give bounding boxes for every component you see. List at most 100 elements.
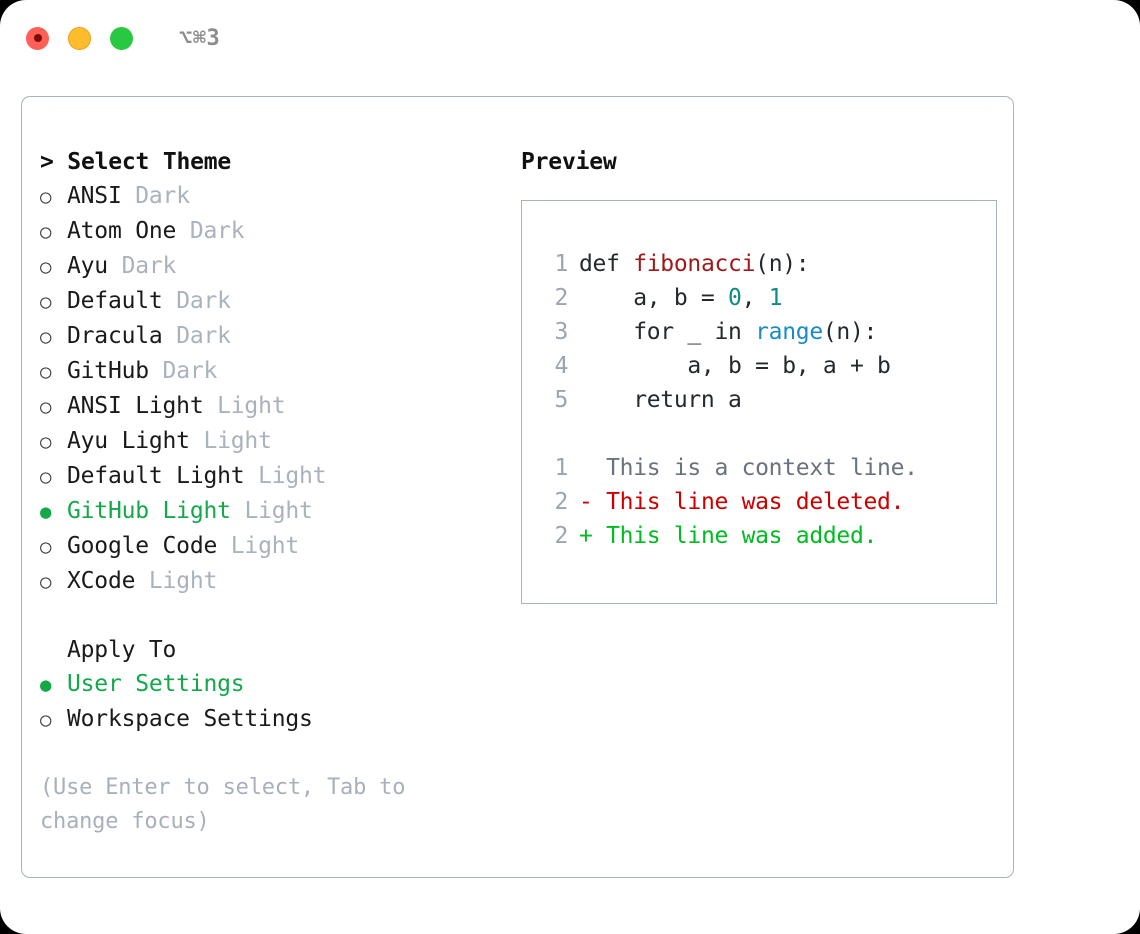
theme-option-gap [231, 494, 245, 528]
code-diff-spacer [542, 417, 996, 451]
code-line: 2 a, b = 0, 1 [542, 281, 996, 315]
diff-line-number: 2 [554, 523, 568, 549]
theme-option-ayu-light[interactable]: ○Ayu Light Light [40, 424, 510, 459]
diff-sample: 1 This is a context line.2- This line wa… [542, 451, 996, 553]
theme-list[interactable]: ○ANSI Dark○Atom One Dark○Ayu Dark○Defaul… [40, 179, 510, 599]
code-token-plain: a, b = b, a + b [579, 353, 891, 379]
traffic-lights [26, 26, 133, 50]
code-token-number: 1 [768, 285, 783, 311]
theme-variant-badge: Light [217, 393, 286, 419]
theme-variant-badge: Dark [162, 358, 218, 384]
code-token-plain: (n): [822, 319, 878, 345]
theme-option-label: ANSI [67, 183, 122, 209]
radio-unselected-icon: ○ [40, 326, 52, 348]
theme-option-gap [122, 179, 136, 213]
code-line-content: return a [579, 383, 742, 417]
theme-variant-badge: Dark [176, 288, 231, 314]
close-icon [33, 34, 42, 42]
maximize-button[interactable] [110, 26, 133, 50]
code-line: 1 def fibonacci(n): [542, 247, 996, 281]
code-token-plain: , [741, 285, 769, 311]
theme-option-label: Atom One [67, 218, 177, 244]
code-token-number: 0 [728, 285, 742, 311]
theme-option-gap [108, 249, 122, 283]
diff-line-text: This is a context line. [606, 455, 918, 481]
radio-unselected-icon: ○ [40, 221, 52, 243]
theme-option-gap [217, 529, 231, 563]
minimize-button[interactable] [68, 26, 91, 50]
code-line-number: 3 [554, 319, 568, 345]
theme-option-label: Default [67, 288, 163, 314]
code-line-number: 2 [554, 285, 568, 311]
theme-option-gap [135, 564, 149, 598]
theme-option-google-code[interactable]: ○Google Code Light [40, 529, 510, 564]
theme-option-gap [149, 354, 163, 388]
theme-option-ayu[interactable]: ○Ayu Dark [40, 249, 510, 284]
content-panel: > Select Theme ○ANSI Dark○Atom One Dark○… [21, 96, 1014, 878]
radio-unselected-icon: ○ [40, 256, 52, 278]
apply-to-list[interactable]: ●User Settings ○ Workspace Settings [40, 667, 510, 737]
radio-selected-icon: ● [40, 501, 52, 523]
diff-line-added: 2+ This line was added. [542, 519, 996, 553]
code-line-content: a, b = b, a + b [579, 349, 891, 383]
diff-line-context: 1 This is a context line. [542, 451, 996, 485]
theme-variant-badge: Dark [189, 218, 245, 244]
theme-option-xcode[interactable]: ○XCode Light [40, 564, 510, 599]
code-line-content: def fibonacci(n): [579, 247, 810, 281]
theme-option-dracula[interactable]: ○Dracula Dark [40, 319, 510, 354]
apply-to-option-label: Workspace Settings [67, 706, 313, 732]
theme-variant-badge: Dark [135, 183, 190, 209]
theme-option-default[interactable]: ○Default Dark [40, 284, 510, 319]
radio-unselected-icon: ○ [40, 466, 52, 488]
theme-variant-badge: Light [203, 428, 272, 454]
keyboard-hint-text: (Use Enter to select, Tab to change focu… [40, 775, 406, 834]
apply-to-option-user-settings[interactable]: ●User Settings [40, 667, 510, 702]
diff-marker [579, 451, 606, 485]
radio-unselected-icon: ○ [40, 186, 52, 208]
apply-to-option-label: User Settings [67, 671, 245, 697]
diff-line-number: 1 [554, 455, 568, 481]
radio-unselected-icon: ○ [40, 536, 52, 558]
theme-option-label: ANSI Light [67, 393, 204, 419]
apply-to-header: Apply To [67, 637, 177, 663]
theme-option-github[interactable]: ○GitHub Dark [40, 354, 510, 389]
code-line-number: 1 [554, 251, 568, 277]
theme-variant-badge: Light [148, 568, 218, 594]
diff-line-deleted: 2- This line was deleted. [542, 485, 996, 519]
theme-option-gap [163, 284, 177, 318]
apply-to-option-workspace-settings[interactable]: ○ Workspace Settings [40, 702, 510, 737]
select-theme-header: > Select Theme [40, 149, 232, 175]
theme-option-gap [190, 424, 204, 458]
theme-option-default-light[interactable]: ○Default Light Light [40, 459, 510, 494]
theme-option-ansi[interactable]: ○ ANSI Dark [40, 179, 510, 214]
code-line: 3 for _ in range(n): [542, 315, 996, 349]
theme-option-github-light[interactable]: ●GitHub Light Light [40, 494, 510, 529]
theme-variant-badge: Dark [176, 323, 231, 349]
code-line-content: a, b = 0, 1 [579, 281, 782, 315]
theme-option-gap [163, 319, 177, 353]
theme-option-gap [203, 389, 217, 423]
radio-unselected-icon: ○ [40, 709, 52, 731]
preview-title: Preview [521, 149, 617, 175]
code-line-content: for _ in range(n): [579, 315, 877, 349]
code-line-number: 5 [554, 387, 568, 413]
diff-marker: + [579, 523, 607, 549]
code-token-plain: return a [579, 387, 742, 413]
theme-option-label: GitHub [67, 358, 149, 384]
theme-option-gap [176, 214, 190, 248]
list-spacer [40, 599, 510, 633]
diff-line-text: This line was deleted. [606, 489, 905, 515]
code-token-call: range [755, 319, 823, 345]
theme-option-atom-one[interactable]: ○ Atom One Dark [40, 214, 510, 249]
diff-marker: - [579, 489, 607, 515]
theme-option-label: GitHub Light [67, 498, 231, 524]
code-token-plain: a, b = [579, 285, 729, 311]
theme-picker-column: > Select Theme ○ANSI Dark○Atom One Dark○… [40, 145, 510, 839]
theme-option-ansi-light[interactable]: ○ANSI Light Light [40, 389, 510, 424]
close-button[interactable] [26, 26, 49, 50]
theme-variant-badge: Light [230, 533, 300, 559]
title-bar: ⌥⌘3 [0, 0, 1140, 76]
code-token-function: fibonacci [633, 251, 756, 277]
